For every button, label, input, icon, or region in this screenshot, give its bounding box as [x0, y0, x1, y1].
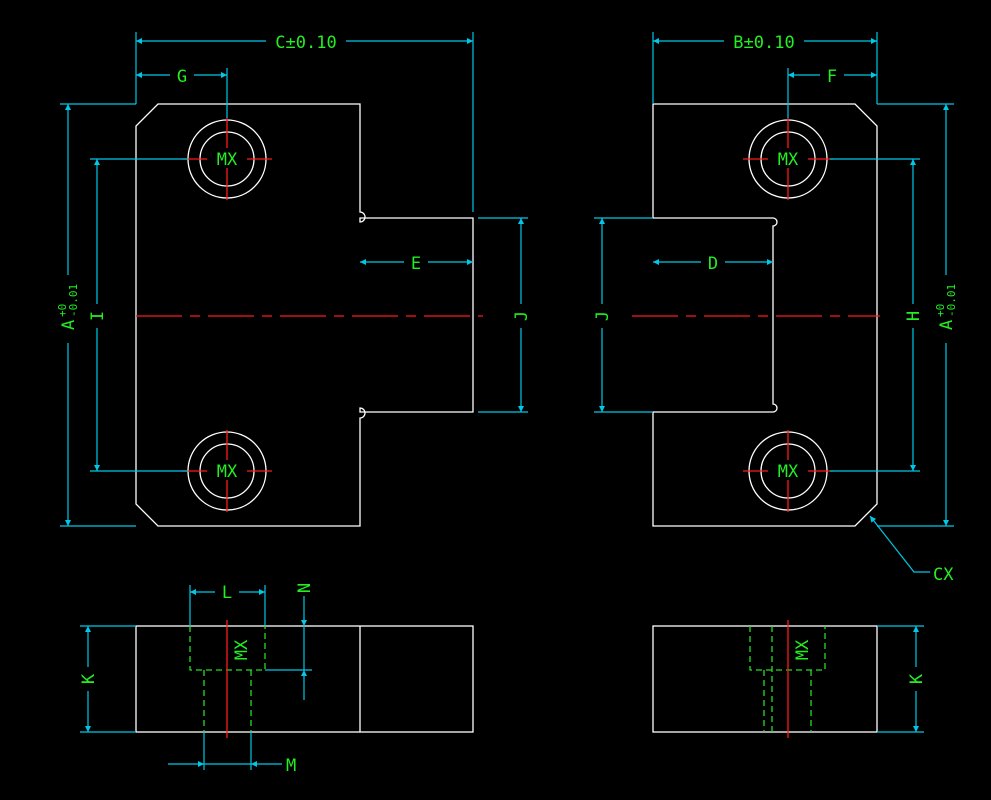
cx-label: CX — [933, 565, 954, 585]
a-tol-minus-right: -0.01 — [945, 284, 958, 317]
b-dimension-label: B±0.10 — [733, 33, 794, 53]
a-tol-minus-left: -0.01 — [67, 284, 80, 317]
n-dimension-label: N — [295, 583, 315, 593]
d-dimension-label: D — [708, 254, 718, 274]
right-plate-outline — [652, 103, 878, 527]
a-dimension-label-left: A — [59, 320, 79, 330]
g-dimension-label: G — [177, 67, 187, 87]
right-hole-top — [743, 118, 833, 200]
m-dimension-label: M — [286, 756, 296, 776]
left-plate-outline — [135, 103, 474, 527]
k-dimension-label-left: K — [79, 673, 99, 684]
mx-label-left-bottom: MX — [217, 462, 238, 482]
mx-label-right-top: MX — [778, 150, 799, 170]
f-dimension-label: F — [827, 67, 837, 87]
mx-label-left-side: MX — [232, 639, 252, 660]
k-dimension-label-right: K — [907, 673, 927, 684]
e-dimension-label: E — [411, 254, 421, 274]
right-side-view: MX K — [652, 620, 927, 738]
mx-label-right-bottom: MX — [778, 462, 799, 482]
a-tol-plus-right: +0 — [934, 304, 947, 317]
l-dimension-label: L — [222, 583, 232, 603]
c-dimension-label: C±0.10 — [275, 33, 336, 53]
mx-label-right-side: MX — [793, 639, 813, 660]
h-dimension-label: H — [904, 311, 924, 321]
left-top-view: C±0.10 G E A +0 -0.01 I — [56, 30, 532, 527]
right-top-view: B±0.10 F D J H A +0 -0 — [593, 30, 958, 585]
a-tol-plus-left: +0 — [56, 304, 69, 317]
a-dimension-label-right: A — [937, 320, 957, 330]
i-dimension-label: I — [88, 311, 108, 321]
mx-label-left-top: MX — [217, 150, 238, 170]
left-side-view: L MX N M K — [79, 581, 474, 776]
j-dimension-label-right: J — [593, 311, 613, 321]
right-side-outline — [652, 625, 878, 733]
right-hole-bottom — [743, 430, 833, 512]
j-dimension-label-left: J — [512, 311, 532, 321]
cx-leader — [869, 515, 930, 573]
